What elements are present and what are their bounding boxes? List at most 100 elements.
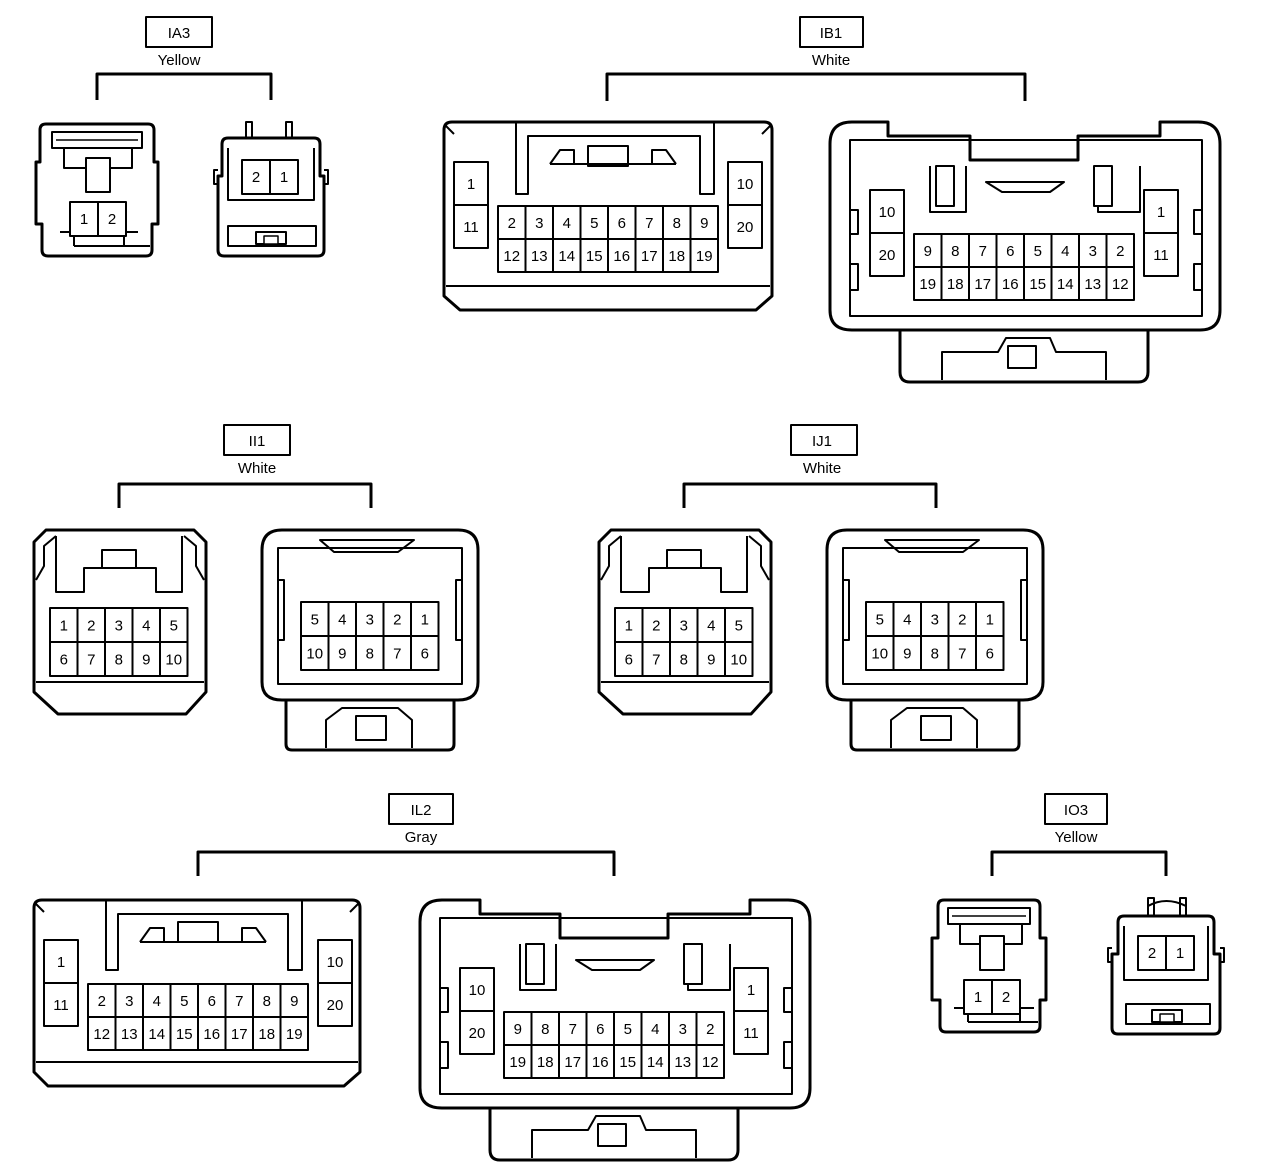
pin-label: 1 bbox=[80, 211, 88, 228]
pin-label: 9 bbox=[142, 652, 150, 669]
pin-label: 7 bbox=[569, 1021, 577, 1038]
pin-label: 5 bbox=[311, 612, 319, 629]
group-ij1-header: IJ1 White bbox=[682, 424, 938, 508]
pin-label: 16 bbox=[1002, 276, 1019, 293]
pin-label: 16 bbox=[203, 1026, 220, 1043]
group-ii1-header: II1 White bbox=[117, 424, 373, 508]
connector-ii1-female bbox=[32, 528, 208, 716]
pin-label: 6 bbox=[618, 215, 626, 232]
pin-label: 9 bbox=[514, 1021, 522, 1038]
pin-label: 1 bbox=[280, 169, 288, 186]
pin-label: 4 bbox=[707, 618, 715, 635]
pin-label: 5 bbox=[590, 215, 598, 232]
pin-label: 16 bbox=[613, 248, 630, 265]
pin-label: 7 bbox=[87, 652, 95, 669]
connector-io3-female bbox=[930, 898, 1048, 1034]
group-ia3-color: Yellow bbox=[158, 52, 201, 69]
pin-label: 11 bbox=[743, 1025, 759, 1042]
pin-label: 8 bbox=[541, 1021, 549, 1038]
group-ij1-color: White bbox=[803, 460, 841, 477]
pin-label: 8 bbox=[673, 215, 681, 232]
pin-label: 5 bbox=[170, 618, 178, 635]
pin-label: 5 bbox=[876, 612, 884, 629]
pin-label: 17 bbox=[564, 1054, 581, 1071]
pin-label: 14 bbox=[558, 248, 575, 265]
pin-label: 10 bbox=[879, 204, 896, 221]
pin-label: 5 bbox=[735, 618, 743, 635]
pin-label: 8 bbox=[366, 646, 374, 663]
pin-label: 4 bbox=[1061, 243, 1069, 260]
pin-label: 8 bbox=[263, 993, 271, 1010]
pin-label: 15 bbox=[619, 1054, 636, 1071]
group-ii1-id: II1 bbox=[249, 433, 266, 450]
pin-label: 2 bbox=[87, 618, 95, 635]
pin-label: 10 bbox=[730, 652, 747, 669]
pin-label: 6 bbox=[60, 652, 68, 669]
group-ib1-id: IB1 bbox=[820, 25, 843, 42]
pin-label: 19 bbox=[286, 1026, 303, 1043]
pin-label: 9 bbox=[707, 652, 715, 669]
pin-label: 10 bbox=[469, 982, 486, 999]
pin-label: 18 bbox=[258, 1026, 275, 1043]
pin-label: 7 bbox=[652, 652, 660, 669]
pin-label: 7 bbox=[235, 993, 243, 1010]
group-il2-header: IL2 Gray bbox=[196, 793, 616, 876]
pin-label: 13 bbox=[121, 1026, 138, 1043]
pin-label: 12 bbox=[503, 248, 520, 265]
connector-ib1-female bbox=[442, 120, 774, 312]
pin-label: 2 bbox=[508, 215, 516, 232]
pin-label: 1 bbox=[974, 989, 982, 1006]
group-io3-id: IO3 bbox=[1064, 802, 1088, 819]
pin-label: 20 bbox=[469, 1025, 486, 1042]
pin-label: 3 bbox=[125, 993, 133, 1010]
pin-label: 6 bbox=[625, 652, 633, 669]
pin-label: 5 bbox=[1034, 243, 1042, 260]
pin-label: 4 bbox=[563, 215, 571, 232]
group-ib1-header: IB1 White bbox=[605, 16, 1027, 101]
connector-il2-male bbox=[418, 898, 812, 1162]
pin-label: 13 bbox=[1084, 276, 1101, 293]
pin-label: 5 bbox=[180, 993, 188, 1010]
group-il2-id: IL2 bbox=[411, 802, 432, 819]
pin-label: 9 bbox=[903, 646, 911, 663]
pin-label: 8 bbox=[931, 646, 939, 663]
pin-label: 7 bbox=[979, 243, 987, 260]
connector-io3-male bbox=[1107, 897, 1225, 1036]
pin-label: 6 bbox=[1006, 243, 1014, 260]
pin-label: 17 bbox=[974, 276, 991, 293]
pin-grid-ia3-male: 2 1 bbox=[241, 159, 299, 195]
pin-label: 20 bbox=[737, 219, 754, 236]
pin-label: 9 bbox=[338, 646, 346, 663]
pin-label: 12 bbox=[1112, 276, 1129, 293]
pin-label: 3 bbox=[679, 1021, 687, 1038]
group-ij1-id: IJ1 bbox=[812, 433, 832, 450]
pin-label: 20 bbox=[327, 997, 344, 1014]
group-ii1-color: White bbox=[238, 460, 276, 477]
pin-label: 2 bbox=[1002, 989, 1010, 1006]
pin-label: 1 bbox=[1157, 204, 1165, 221]
pin-label: 4 bbox=[153, 993, 161, 1010]
pin-label: 3 bbox=[931, 612, 939, 629]
connector-ij1-male bbox=[825, 528, 1045, 752]
connector-ii1-male bbox=[260, 528, 480, 752]
pin-label: 15 bbox=[1029, 276, 1046, 293]
pin-label: 4 bbox=[142, 618, 150, 635]
pin-label: 14 bbox=[647, 1054, 664, 1071]
pin-label: 3 bbox=[1089, 243, 1097, 260]
connector-ia3-female bbox=[34, 122, 160, 258]
pin-label: 15 bbox=[176, 1026, 193, 1043]
pin-label: 10 bbox=[871, 646, 888, 663]
pin-label: 17 bbox=[231, 1026, 248, 1043]
pin-label: 10 bbox=[165, 652, 182, 669]
pin-label: 1 bbox=[986, 612, 994, 629]
group-ia3-id: IA3 bbox=[168, 25, 191, 42]
pin-label: 10 bbox=[306, 646, 323, 663]
pin-label: 7 bbox=[958, 646, 966, 663]
pin-label: 3 bbox=[366, 612, 374, 629]
pin-label: 17 bbox=[641, 248, 658, 265]
pin-label: 15 bbox=[586, 248, 603, 265]
